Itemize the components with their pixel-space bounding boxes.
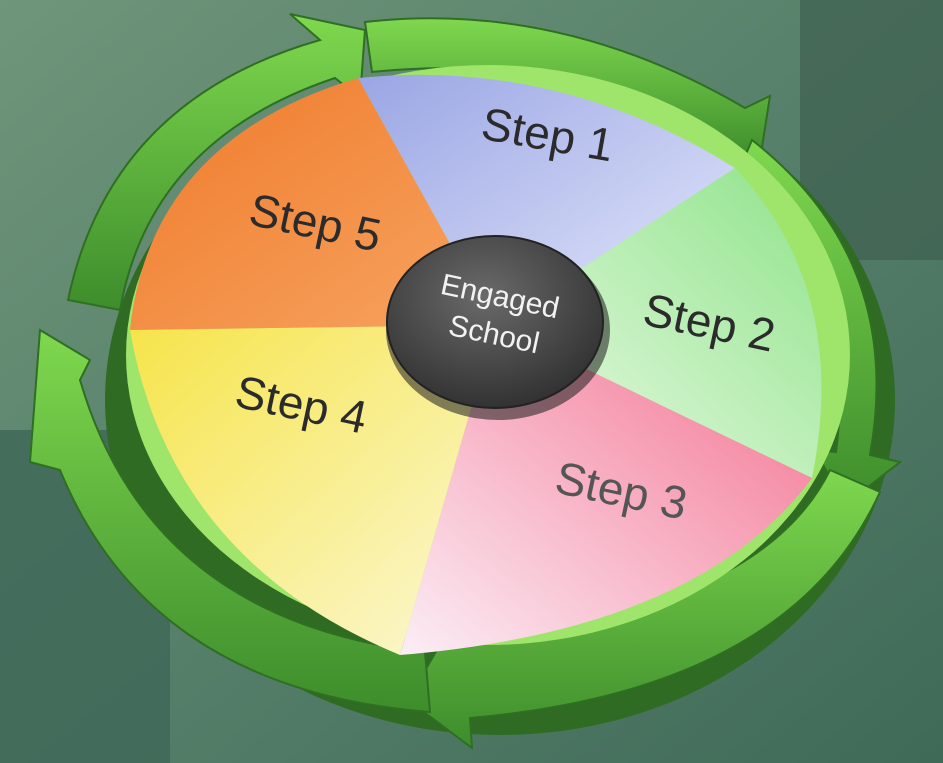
center-hub xyxy=(386,235,604,409)
segment-step-4 xyxy=(130,325,495,655)
segment-step-2 xyxy=(495,168,822,478)
arrow-left-icon xyxy=(66,13,367,312)
arrow-bottom-left-icon xyxy=(28,328,432,714)
segment-step-5 xyxy=(130,78,495,330)
segment-step-1 xyxy=(358,74,735,325)
